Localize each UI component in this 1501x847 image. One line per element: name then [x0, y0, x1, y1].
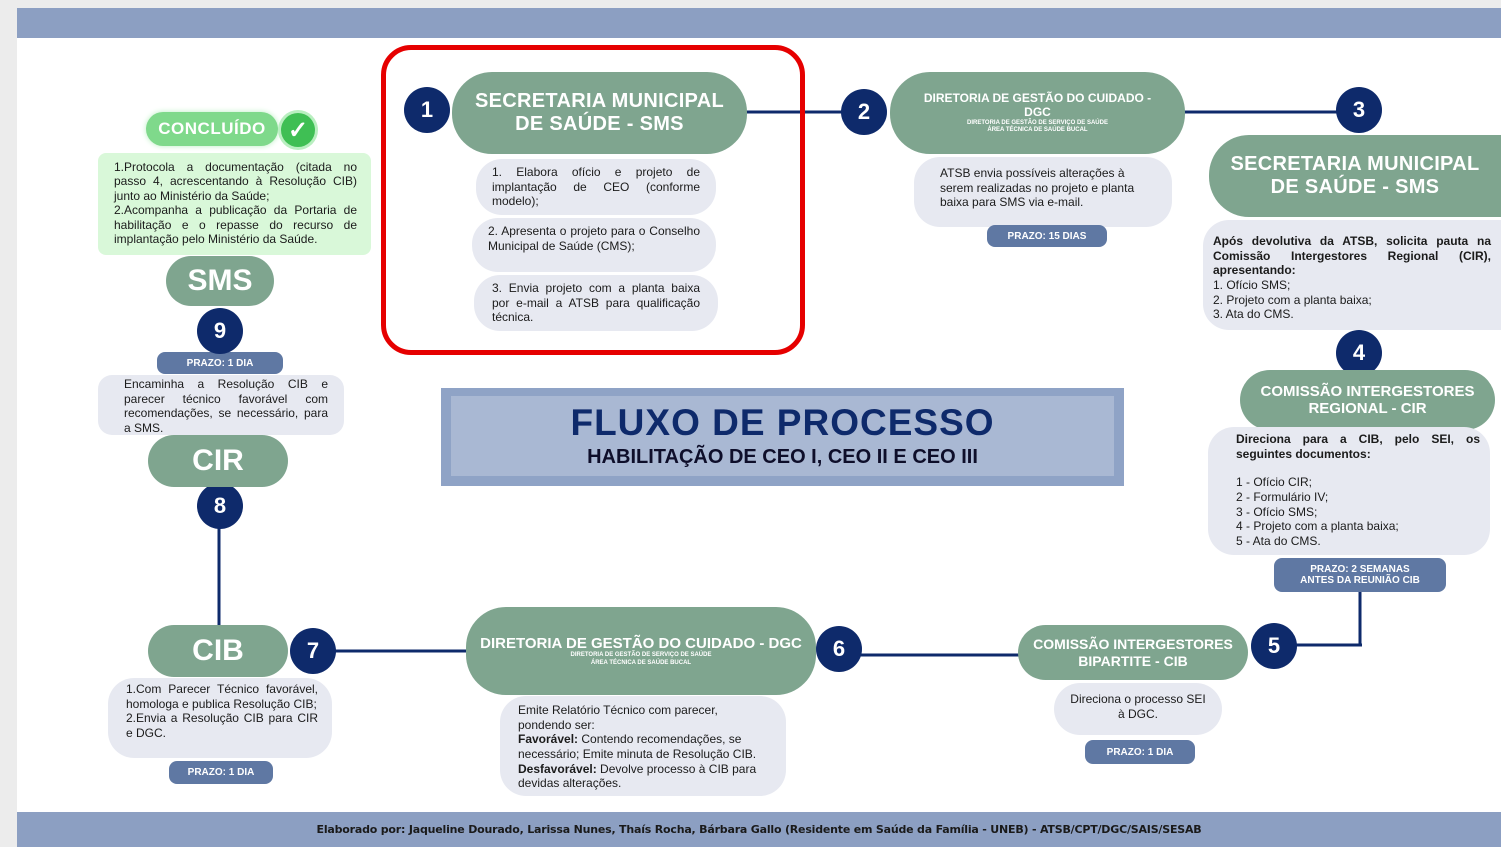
step6-title-text: DIRETORIA DE GESTÃO DO CUIDADO - DGC — [480, 635, 802, 653]
step6-fav-label: Favorável: — [518, 732, 579, 747]
step1-title-text: SECRETARIA MUNICIPAL DE SAÚDE - SMS — [475, 90, 724, 135]
step4-item1: 1 - Ofício CIR; — [1236, 475, 1313, 490]
step6-desfav-text: Devolve processo à CIB para devidas alte… — [518, 761, 757, 791]
step6-note: Emite Relatório Técnico com parecer, pon… — [500, 696, 786, 796]
final-item1: 1.Protocola a documentação (citada no pa… — [114, 160, 357, 203]
step7-prazo: PRAZO: 1 DIA — [169, 761, 273, 784]
step4-number: 4 — [1336, 330, 1382, 376]
step5-text: Direciona o processo SEI à DGC. — [1054, 683, 1222, 735]
step3-title: SECRETARIA MUNICIPAL DE SAÚDE - SMS — [1209, 135, 1501, 217]
highlight-box — [381, 45, 805, 355]
step5-number: 5 — [1251, 623, 1297, 669]
title-panel: FLUXO DE PROCESSO HABILITAÇÃO DE CEO I, … — [451, 396, 1114, 476]
step2-number: 2 — [841, 89, 887, 135]
step6-favoravel: Favorável: Contendo recomendações, se ne… — [518, 732, 770, 761]
step1-number: 1 — [404, 87, 450, 133]
step5-prazo: PRAZO: 1 DIA — [1085, 740, 1195, 764]
step1-title: SECRETARIA MUNICIPAL DE SAÚDE - SMS — [452, 72, 747, 154]
step6-fav-text: Contendo recomendações, se necessário; E… — [518, 732, 757, 761]
step8-title-text: CIR — [192, 443, 244, 477]
step2-subtitle1: DIRETORIA DE GESTÃO DE SERVIÇO DE SAÚDE — [967, 119, 1108, 126]
step9-title-text: SMS — [187, 263, 253, 297]
step4-title: COMISSÃO INTERGESTORES REGIONAL - CIR — [1240, 370, 1495, 430]
step6-intro: Emite Relatório Técnico com parecer, pon… — [518, 703, 718, 732]
step7-item2: 2.Envia a Resolução CIB para CIR e DGC. — [126, 711, 318, 740]
step4-item3: 3 - Ofício SMS; — [1236, 504, 1318, 519]
step4-item5: 5 - Ata do CMS. — [1236, 533, 1321, 548]
step6-title: DIRETORIA DE GESTÃO DO CUIDADO - DGC DIR… — [466, 607, 816, 695]
step2-text: ATSB envia possíveis alterações à serem … — [914, 157, 1172, 227]
step7-title: CIB — [148, 625, 288, 677]
step7-note: 1.Com Parecer Técnico favorável, homolog… — [108, 678, 332, 758]
step4-item2: 2 - Formulário IV; — [1236, 489, 1329, 504]
step4-intro: Direciona para a CIB, pelo SEI, os segui… — [1236, 432, 1480, 461]
step6-number: 6 — [816, 626, 862, 672]
step1-item1: 1. Elabora ofício e projeto de implantaç… — [476, 159, 716, 215]
step1-item2: 2. Apresenta o projeto para o Conselho M… — [472, 218, 716, 272]
footer-band — [17, 812, 1501, 847]
step8-title: CIR — [148, 435, 288, 487]
step7-item1: 1.Com Parecer Técnico favorável, homolog… — [126, 682, 318, 711]
step2-title-text: DIRETORIA DE GESTÃO DO CUIDADO - DGC — [923, 91, 1152, 119]
step2-prazo: PRAZO: 15 DIAS — [987, 225, 1107, 247]
subtitle: HABILITAÇÃO DE CEO I, CEO II E CEO III — [587, 445, 978, 468]
step6-subtitle2: ÁREA TÉCNICA DE SAÚDE BUCAL — [590, 659, 692, 666]
step7-title-text: CIB — [192, 633, 244, 667]
step2-subtitle2: ÁREA TÉCNICA DE SAÚDE BUCAL — [987, 126, 1088, 133]
step5-title: COMISSÃO INTERGESTORES BIPARTITE - CIB — [1018, 625, 1248, 680]
step3-number: 3 — [1336, 87, 1382, 133]
step4-prazo: PRAZO: 2 SEMANAS ANTES DA REUNIÃO CIB — [1274, 558, 1446, 592]
step9-number: 9 — [197, 308, 243, 354]
step3-item2: 2. Projeto com a planta baixa; — [1213, 292, 1372, 307]
step6-subtitle1: DIRETORIA DE GESTÃO DE SERVIÇO DE SAÚDE — [570, 652, 712, 659]
footer-credits: Elaborado por: Jaqueline Dourado, Lariss… — [316, 823, 1202, 836]
step3-item3: 3. Ata do CMS. — [1213, 307, 1294, 322]
step9-prazo: PRAZO: 1 DIA — [157, 352, 283, 374]
final-steps-box: 1.Protocola a documentação (citada no pa… — [98, 153, 371, 255]
step4-note: Direciona para a CIB, pelo SEI, os segui… — [1208, 427, 1490, 555]
step3-intro: Após devolutiva da ATSB, solicita pauta … — [1213, 234, 1491, 278]
step3-item1: 1. Ofício SMS; — [1213, 277, 1291, 292]
step1-item3: 3. Envia projeto com a planta baixa por … — [474, 275, 718, 331]
final-item2: 2.Acompanha a publicação da Portaria de … — [114, 203, 357, 246]
step5-title-text: COMISSÃO INTERGESTORES BIPARTITE - CIB — [1033, 636, 1233, 669]
step3-title-text: SECRETARIA MUNICIPAL DE SAÚDE - SMS — [1230, 153, 1480, 198]
check-circle-icon: ✓ — [281, 113, 315, 147]
step8-number: 8 — [197, 483, 243, 529]
step4-title-text: COMISSÃO INTERGESTORES REGIONAL - CIR — [1260, 382, 1475, 417]
main-title: FLUXO DE PROCESSO — [570, 401, 995, 443]
step4-item4: 4 - Projeto com a planta baixa; — [1236, 519, 1399, 534]
step9-text: Encaminha a Resolução CIB e parecer técn… — [98, 375, 344, 435]
concluido-badge: CONCLUÍDO — [146, 112, 278, 146]
step2-title: DIRETORIA DE GESTÃO DO CUIDADO - DGC DIR… — [890, 72, 1185, 154]
step6-desfav-label: Desfavorável: — [518, 761, 597, 776]
step6-desfavoravel: Desfavorável: Devolve processo à CIB par… — [518, 762, 770, 791]
step9-title: SMS — [166, 256, 274, 306]
header-band — [17, 8, 1501, 38]
step3-note: Após devolutiva da ATSB, solicita pauta … — [1203, 220, 1501, 330]
step7-number: 7 — [290, 628, 336, 674]
